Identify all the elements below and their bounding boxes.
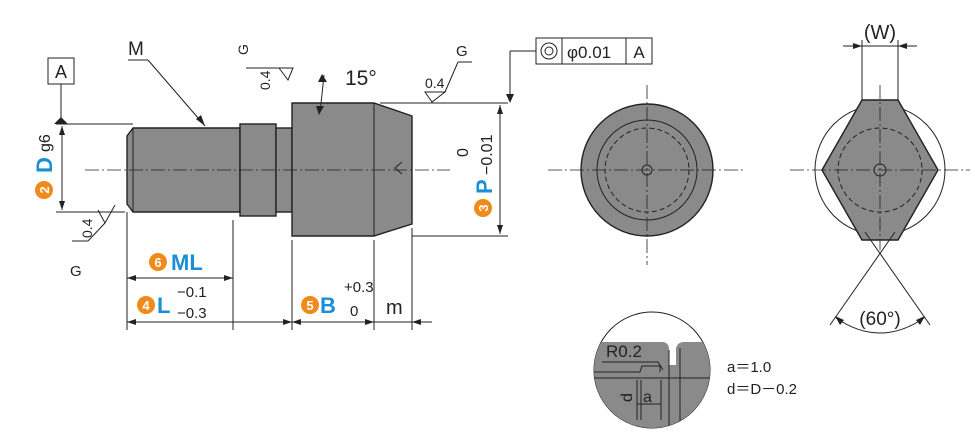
concentricity-icon [540, 42, 558, 60]
detail-note-a: a＝1.0 [727, 359, 771, 376]
badge-2: 2 [35, 181, 53, 199]
svg-text:0.4: 0.4 [79, 218, 95, 238]
svg-text:2: 2 [37, 186, 52, 193]
badge-6: 6 [149, 253, 167, 271]
dim-L-tol-upper: −0.1 [177, 284, 207, 301]
grade-right: G [456, 43, 468, 60]
roughness-top [278, 67, 294, 81]
roughness-left [97, 204, 116, 225]
detail-radius: R0.2 [606, 342, 642, 361]
fcf-datum: A [633, 43, 645, 62]
detail-note-d: d＝D－0.2 [727, 381, 797, 398]
datum-triangle [54, 117, 68, 124]
svg-text:4: 4 [142, 298, 150, 313]
dim-P-letter: P [472, 179, 497, 194]
dim-L-letter: L [157, 293, 170, 318]
detail-a-label: a [643, 389, 652, 406]
svg-text:5: 5 [306, 298, 313, 313]
badge-3: 3 [474, 199, 492, 217]
grade-top: G [235, 44, 251, 55]
dim-D-letter: D [32, 157, 57, 173]
grade-left: G [70, 263, 82, 280]
dim-B-letter: B [320, 293, 336, 318]
dim-m-label: m [386, 297, 403, 319]
dim-ML-letter: ML [171, 250, 203, 275]
dim-P-tol-lower: −0.01 [479, 134, 496, 175]
svg-text:0.4: 0.4 [257, 70, 273, 90]
svg-text:3: 3 [476, 204, 491, 211]
dim-W-label: (W) [864, 22, 896, 44]
fcf-value: φ0.01 [567, 43, 611, 62]
svg-text:6: 6 [154, 255, 161, 270]
svg-text:0.4: 0.4 [425, 75, 445, 91]
datum-letter: A [55, 62, 67, 82]
badge-5: 5 [301, 296, 319, 314]
dim-P-tol-upper: 0 [455, 148, 472, 157]
thread-label: M [128, 39, 144, 60]
detail-d-label: d [619, 393, 636, 402]
dim-D-tolerance: g6 [37, 134, 54, 152]
side-view: A 2 D g6 0.4 G M 0.4 G 15° [32, 37, 653, 330]
front-view-round [548, 85, 745, 265]
dim-B-tol-lower: 0 [350, 303, 358, 320]
head-body [291, 102, 413, 237]
detail-view: R0.2 a d a＝1.0 d＝D－0.2 [593, 311, 797, 429]
front-view-hex: (W) (60°) [790, 22, 970, 334]
roughness-right [424, 91, 447, 103]
dim-B-tol-upper: +0.3 [344, 279, 374, 296]
angle-label: 15° [345, 67, 377, 90]
dim-L-tol-lower: −0.3 [177, 305, 207, 322]
dim-angle-label: (60°) [859, 309, 900, 330]
badge-4: 4 [137, 296, 155, 314]
